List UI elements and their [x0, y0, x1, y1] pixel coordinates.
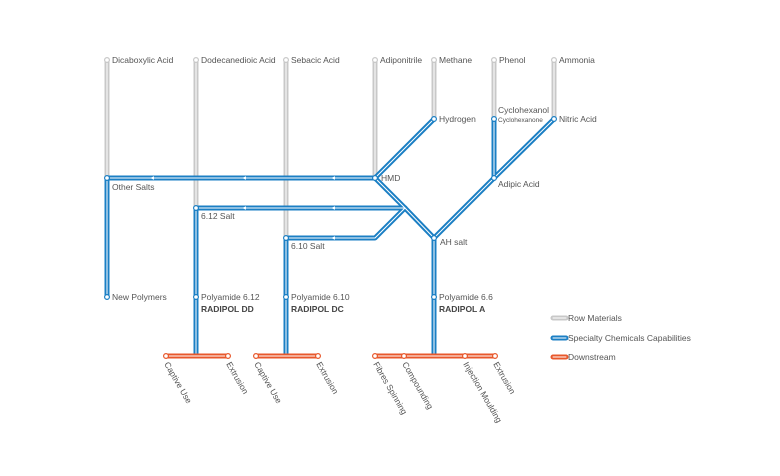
node-dc-captive-use — [253, 353, 260, 360]
arrow-icon — [150, 176, 154, 180]
raw-material-labels: Dicaboxylic Acid Dodecanedioic Acid Seba… — [112, 55, 595, 65]
label-hydrogen: Hydrogen — [439, 114, 476, 124]
station-dots — [103, 56, 557, 360]
label-dc-extrusion: Extrusion — [314, 360, 341, 396]
label-a-extrusion: Extrusion — [491, 360, 518, 396]
legend-downstream: Downstream — [550, 352, 616, 362]
node-adiponitrile — [372, 56, 379, 63]
label-hmd: HMD — [381, 173, 400, 183]
label-dodecanedioic-acid: Dodecanedioic Acid — [201, 55, 276, 65]
legend-label-downstream: Downstream — [568, 352, 616, 362]
node-other-salts — [103, 175, 110, 182]
flow-arrows — [150, 176, 335, 240]
legend: Row Materials Specialty Chemicals Capabi… — [550, 313, 691, 362]
legend-raw: Row Materials — [550, 313, 622, 323]
label-pa66: Polyamide 6.6 — [439, 292, 493, 302]
arrow-icon — [331, 176, 335, 180]
legend-label-specialty: Specialty Chemicals Capabilities — [568, 333, 691, 343]
node-ah-salt — [431, 235, 438, 242]
label-dd-captive-use: Captive Use — [162, 360, 194, 405]
arrow-icon — [331, 236, 335, 240]
node-pa66 — [431, 294, 438, 301]
node-612-salt — [193, 205, 200, 212]
legend-specialty: Specialty Chemicals Capabilities — [550, 333, 691, 343]
node-dd-captive-use — [163, 353, 170, 360]
label-612-salt: 6.12 Salt — [201, 211, 235, 221]
label-610-salt: 6.10 Salt — [291, 241, 325, 251]
downstream-labels: Captive Use Extrusion Captive Use Extrus… — [162, 360, 518, 425]
label-radipol-dd: RADIPOL DD — [201, 304, 254, 314]
arrow-icon — [242, 206, 246, 210]
specialty-lines — [104, 116, 557, 358]
label-sebacic-acid: Sebacic Acid — [291, 55, 340, 65]
label-adipic-acid: Adipic Acid — [498, 179, 540, 189]
node-nitric-acid — [550, 115, 557, 122]
label-radipol-a: RADIPOL A — [439, 304, 485, 314]
node-a-fibres-spinning — [372, 353, 379, 360]
node-pa612 — [193, 294, 200, 301]
node-pa610 — [283, 294, 290, 301]
raw-material-lines — [104, 57, 557, 241]
label-cyclohexanol: Cyclohexanol — [498, 105, 549, 115]
node-hydrogen — [431, 115, 438, 122]
arrow-icon — [331, 206, 335, 210]
legend-label-raw: Row Materials — [568, 313, 622, 323]
label-pa610: Polyamide 6.10 — [291, 292, 350, 302]
node-dodecanedioic-acid — [193, 56, 200, 63]
label-new-polymers: New Polymers — [112, 292, 167, 302]
label-other-salts: Other Salts — [112, 182, 155, 192]
label-cyclohexanone: Cyclohexanone — [498, 117, 543, 124]
label-dicaboxylic-acid: Dicaboxylic Acid — [112, 55, 174, 65]
label-nitric-acid: Nitric Acid — [559, 114, 597, 124]
node-dc-extrusion — [315, 353, 322, 360]
node-a-compounding — [401, 353, 408, 360]
line-hmd-610-salt — [283, 205, 408, 241]
node-adipic-acid — [491, 175, 498, 182]
label-ammonia: Ammonia — [559, 55, 595, 65]
label-methane: Methane — [439, 55, 472, 65]
node-cyclohexanone — [491, 115, 498, 122]
node-a-extrusion — [492, 353, 499, 360]
node-610-salt — [283, 235, 290, 242]
node-new-polymers — [103, 294, 110, 301]
label-ah-salt: AH salt — [440, 237, 468, 247]
node-ammonia — [550, 56, 557, 63]
line-hmd-612-salt — [193, 175, 408, 211]
label-dd-extrusion: Extrusion — [224, 360, 251, 396]
arrow-icon — [242, 176, 246, 180]
node-methane — [431, 56, 438, 63]
node-sebacic-acid — [283, 56, 290, 63]
label-phenol: Phenol — [499, 55, 526, 65]
label-radipol-dc: RADIPOL DC — [291, 304, 344, 314]
node-dicaboxylic-acid — [103, 56, 110, 63]
node-phenol — [491, 56, 498, 63]
node-a-injection-moulding — [462, 353, 469, 360]
intermediate-labels: Cyclohexanol Cyclohexanone Hydrogen Nitr… — [112, 105, 597, 251]
label-adiponitrile: Adiponitrile — [380, 55, 422, 65]
node-hmd — [372, 175, 379, 182]
product-labels: New Polymers Polyamide 6.12 RADIPOL DD P… — [112, 292, 493, 314]
label-pa612: Polyamide 6.12 — [201, 292, 260, 302]
label-dc-captive-use: Captive Use — [252, 360, 284, 405]
node-dd-extrusion — [225, 353, 232, 360]
